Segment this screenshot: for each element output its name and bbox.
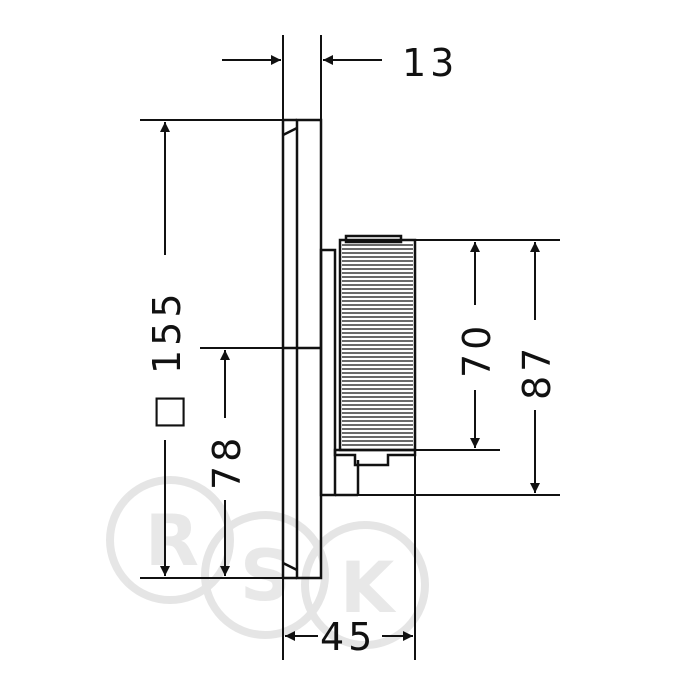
knob-base <box>333 448 417 467</box>
watermark-letter-r: R <box>145 500 199 582</box>
plate-chamfer-top <box>282 126 298 137</box>
extension-lines <box>140 35 560 660</box>
plate-chamfer-bottom <box>282 561 298 572</box>
knob-cap <box>344 234 403 244</box>
watermark-ring-3 <box>301 521 429 649</box>
knob-ribs <box>342 244 413 446</box>
dim-87-label: 87 <box>515 344 559 400</box>
watermark-ring-1 <box>106 476 234 604</box>
dim-155-label: □ 155 <box>145 289 189 430</box>
watermark: R S K <box>106 476 429 649</box>
watermark-letter-k: K <box>340 547 397 629</box>
dim-78-label: 78 <box>205 434 249 490</box>
dim-70-label: 70 <box>455 322 499 378</box>
product-outline <box>281 118 417 580</box>
dim-45-label: 45 <box>320 615 376 659</box>
dim-13-label: 13 <box>402 41 458 85</box>
watermark-ring-2 <box>201 511 329 639</box>
dimension-lines <box>160 55 540 641</box>
valve-stem <box>319 248 337 497</box>
